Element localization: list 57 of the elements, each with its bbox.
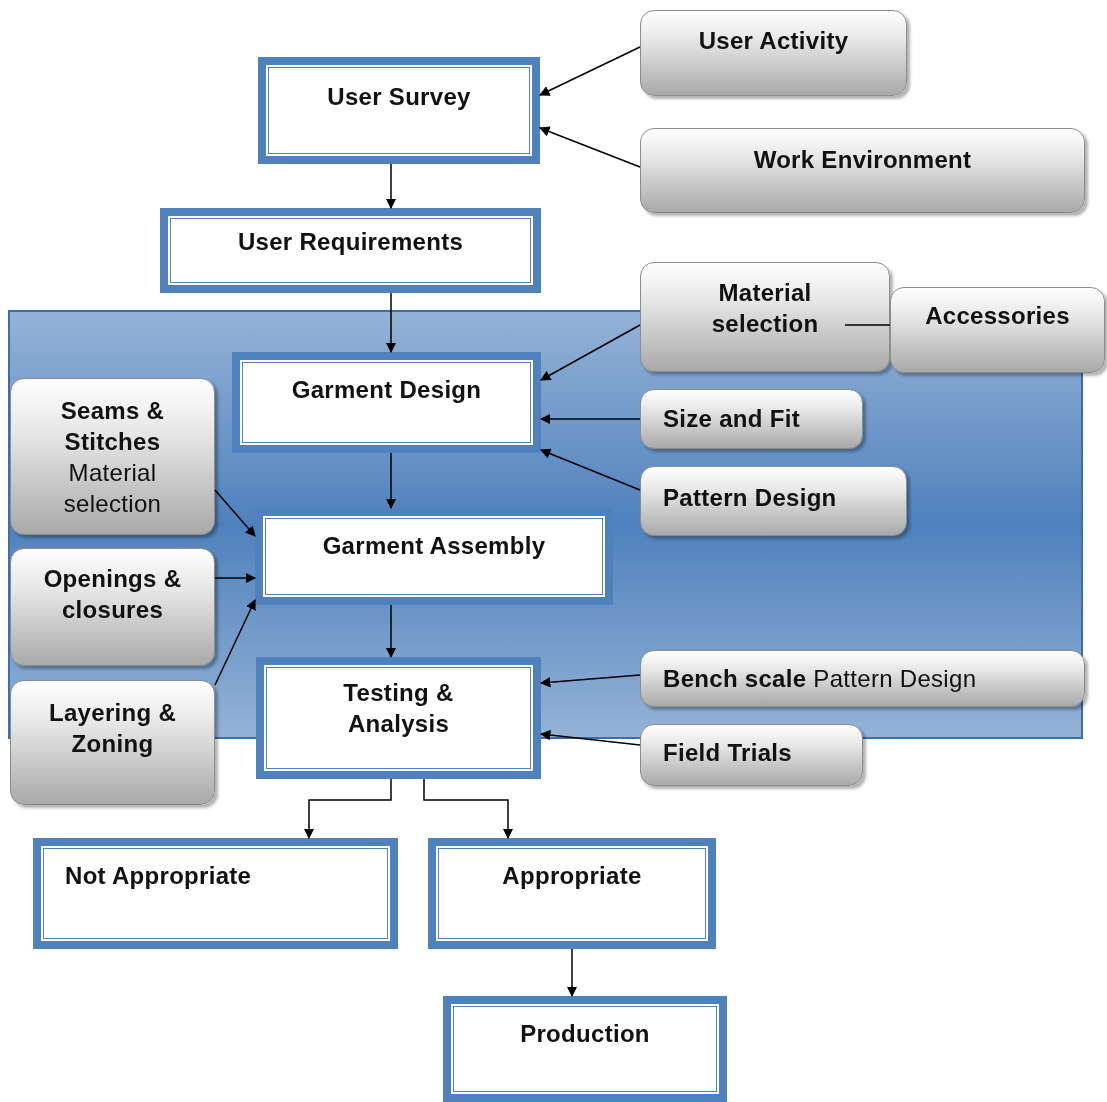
arrow — [423, 778, 514, 840]
arrow — [385, 452, 397, 510]
arrow — [539, 413, 641, 425]
process-box — [258, 57, 540, 164]
node-label: Appropriate — [501, 861, 643, 891]
process-box — [232, 352, 541, 453]
arrow — [214, 572, 257, 584]
input-box — [10, 378, 215, 535]
process-box — [33, 838, 398, 949]
node-label: Work Environment — [752, 145, 973, 175]
node-label: Pattern Design — [663, 483, 838, 513]
input-box — [10, 680, 215, 805]
node-label: User Activity — [697, 26, 850, 56]
arrow — [566, 948, 578, 998]
process-box — [256, 657, 541, 779]
input-box — [890, 287, 1105, 373]
arrow — [385, 292, 397, 354]
input-box — [640, 650, 1085, 707]
arrow — [539, 126, 641, 168]
node-label: Testing & Analysis — [342, 678, 455, 739]
node-label: User Survey — [326, 82, 472, 112]
node-label: Material selection — [62, 458, 163, 519]
arrow — [214, 599, 256, 686]
node-label: Field Trials — [663, 738, 793, 768]
node-label: Material selection — [710, 278, 820, 339]
arrow — [540, 324, 641, 381]
arrow — [385, 163, 397, 210]
process-box — [428, 838, 716, 949]
input-box — [640, 262, 890, 372]
arrow — [539, 46, 641, 96]
arrow — [303, 778, 392, 840]
node-label: Garment Assembly — [321, 531, 547, 561]
arrow — [214, 489, 256, 537]
node-label: Garment Design — [290, 375, 483, 405]
input-box — [640, 724, 863, 786]
input-box — [640, 128, 1085, 213]
input-box — [640, 466, 907, 536]
arrow — [540, 448, 641, 491]
input-box — [640, 389, 863, 449]
node-label: Accessories — [924, 301, 1071, 331]
process-box — [255, 508, 613, 605]
connector-line — [844, 324, 891, 326]
node-label: User Requirements — [236, 227, 465, 257]
node-label: Layering & Zoning — [48, 698, 177, 759]
input-box — [640, 10, 907, 96]
arrow — [385, 604, 397, 659]
node-label: Openings & closures — [42, 564, 183, 625]
node-label: Production — [519, 1019, 651, 1049]
arrow — [539, 729, 641, 746]
process-box — [443, 996, 727, 1102]
node-label: Seams & Stitches — [59, 396, 166, 457]
node-label: Size and Fit — [663, 404, 801, 434]
input-box — [10, 548, 215, 666]
node-label: Not Appropriate — [65, 861, 253, 891]
arrow — [539, 674, 641, 688]
process-box — [160, 208, 541, 293]
node-label: Bench scale Pattern Design — [663, 664, 978, 694]
